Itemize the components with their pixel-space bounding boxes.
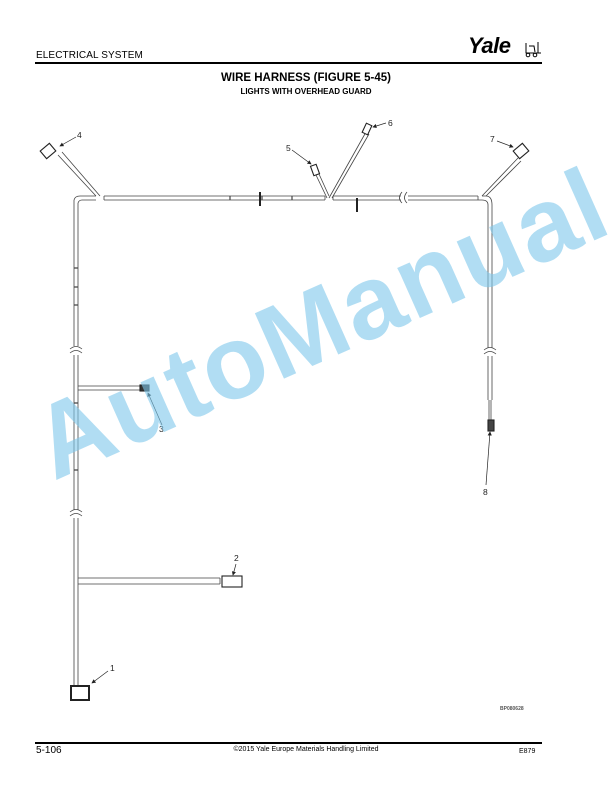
copyright: ©2015 Yale Europe Materials Handling Lim… (233, 746, 379, 753)
figure-subtitle: LIGHTS WITH OVERHEAD GUARD (240, 87, 372, 96)
connector-5 (309, 163, 321, 177)
document-code: E879 (519, 748, 536, 755)
callout-4: 4 (77, 130, 82, 140)
page-number: 5-106 (36, 745, 62, 756)
figure-id: BP080628 (500, 706, 524, 712)
connector-1 (70, 685, 90, 701)
callout-7: 7 (490, 134, 495, 144)
connector-4 (39, 142, 57, 160)
callout-8: 8 (483, 487, 488, 497)
callout-5: 5 (286, 143, 291, 153)
logo-text: Yale (468, 33, 511, 58)
callout-6: 6 (388, 118, 393, 128)
callout-1: 1 (110, 663, 115, 673)
callout-2: 2 (234, 553, 239, 563)
connector-6 (361, 122, 373, 136)
section-header: ELECTRICAL SYSTEM (36, 50, 143, 61)
forklift-icon (525, 42, 541, 58)
connector-7 (512, 142, 530, 160)
connector-8 (487, 419, 495, 432)
callout-3: 3 (159, 424, 164, 434)
connector-2 (221, 575, 243, 588)
footer-rule (35, 742, 542, 744)
yale-logo: Yale (468, 33, 548, 61)
header-rule (35, 62, 542, 64)
figure-title: WIRE HARNESS (FIGURE 5-45) (221, 72, 391, 84)
connector-3 (139, 384, 150, 392)
